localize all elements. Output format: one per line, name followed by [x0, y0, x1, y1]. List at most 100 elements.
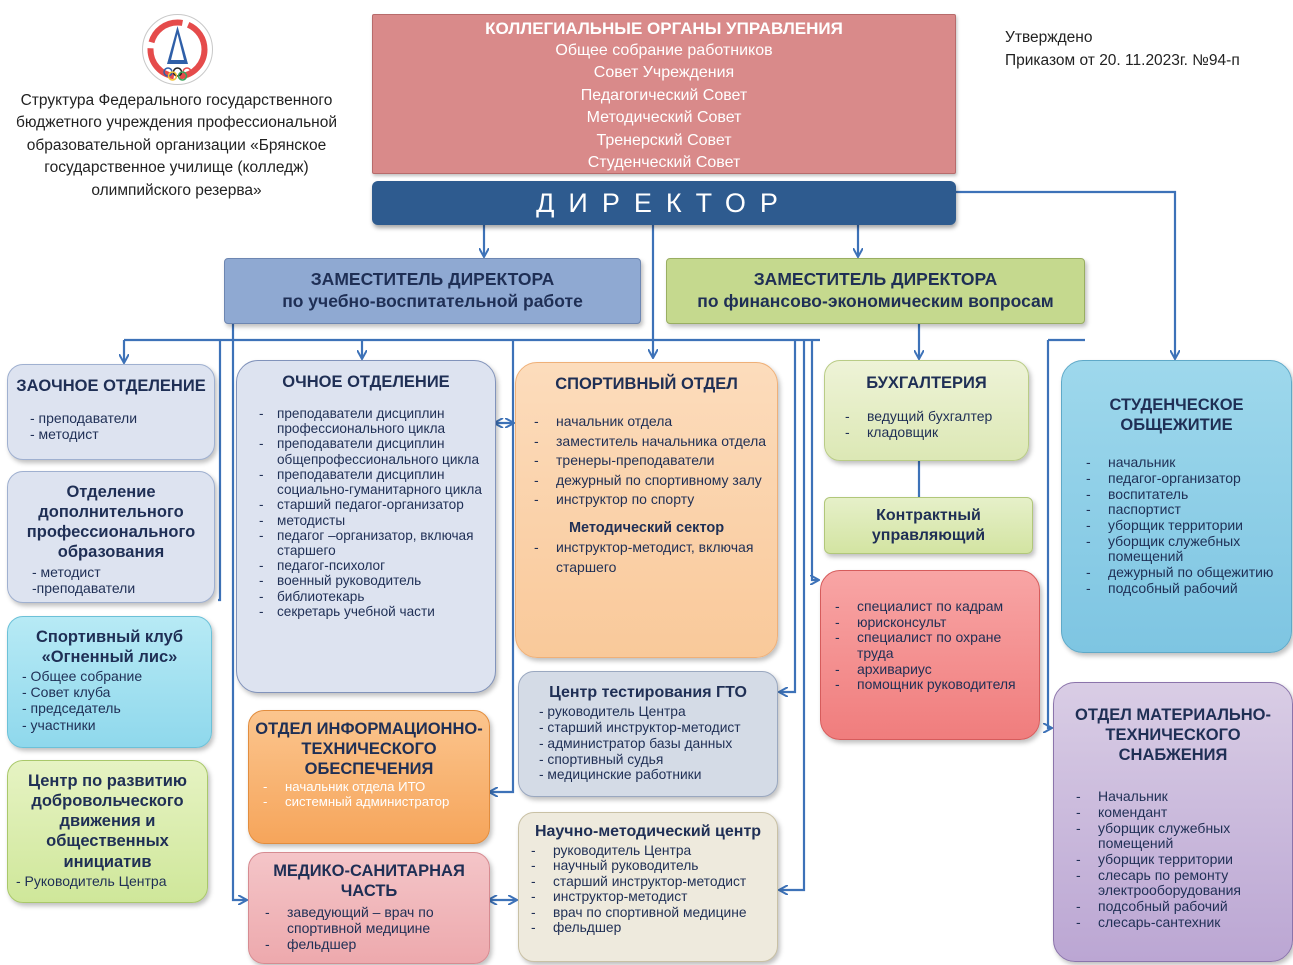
box-title: БУХГАЛТЕРИЯ	[866, 374, 987, 392]
list-item: Начальник	[1070, 789, 1288, 805]
list-item: - председатель	[22, 700, 121, 717]
box-title: СТУДЕНЧЕСКОЕ ОБЩЕЖИТИЕ	[1109, 396, 1244, 435]
list-item: - администратор базы данных	[539, 735, 733, 751]
list-item: начальник отдела ИТО	[257, 780, 489, 795]
list-item: юрисконсульт	[829, 614, 1035, 631]
approval-order: Приказом от 20. 11.2023г. №94-п	[1005, 52, 1240, 70]
list-item: помощник руководителя	[829, 677, 1035, 693]
list-item: заместитель начальника отдела	[528, 432, 769, 452]
list-item: - старший инструктор-методист	[539, 719, 741, 735]
director-box: ДИРЕКТОР	[372, 181, 956, 225]
approval-note: Утверждено Приказом от 20. 11.2023г. №94…	[1005, 26, 1240, 73]
list-item: преподаватели дисциплин профессиональног…	[253, 406, 489, 436]
list-item: инструктор-методист, включая старшего	[528, 538, 769, 577]
list-item: фельдшер	[259, 936, 489, 953]
accounting-box: БУХГАЛТЕРИЯ ведущий бухгалтер кладовщик	[824, 360, 1029, 461]
list-item: специалист по охране труда	[829, 629, 1035, 661]
volunteer-center-box: Центр по развитию добровольческого движе…	[7, 760, 208, 903]
list-item: заведующий – врач по спортивной медицине	[259, 904, 489, 936]
approval-label: Утверждено	[1005, 29, 1093, 46]
box-title: Спортивный клуб «Огненный лис»	[35, 628, 184, 667]
list-item: - Совет клуба	[22, 684, 111, 701]
deputy-finance-subtitle: по финансово-экономическим вопросам	[697, 290, 1054, 311]
list-item: - спортивный судья	[539, 751, 664, 767]
list-item: методисты	[253, 513, 489, 528]
correspondence-department-box: ЗАОЧНОЕ ОТДЕЛЕНИЕ - преподаватели - мето…	[7, 364, 215, 460]
list-item: специалист по кадрам	[829, 598, 1035, 615]
medical-unit-box: МЕДИКО-САНИТАРНАЯ ЧАСТЬ заведующий – вра…	[248, 852, 490, 964]
list-item: - руководитель Центра	[539, 704, 686, 719]
list-item: библиотекарь	[253, 589, 489, 604]
list-item: кладовщик	[839, 424, 1028, 441]
box-title: Контрактный управляющий	[871, 507, 986, 544]
deputy-academic-subtitle: по учебно-воспитательной работе	[282, 290, 583, 311]
box-title: СПОРТИВНЫЙ ОТДЕЛ	[555, 375, 738, 393]
list-item: слесарь-сантехник	[1070, 914, 1288, 931]
contract-manager-box: Контрактный управляющий	[824, 497, 1033, 554]
collegial-item: Студенческий Совет	[587, 153, 741, 171]
list-item: начальник	[1080, 455, 1287, 471]
list-item: военный руководитель	[253, 573, 489, 588]
list-item: уборщик территории	[1070, 851, 1288, 868]
material-supply-department-box: ОТДЕЛ МАТЕРИАЛЬНО-ТЕХНИЧЕСКОГО СНАБЖЕНИЯ…	[1053, 682, 1293, 962]
sports-club-box: Спортивный клуб «Огненный лис» - Общее с…	[7, 616, 212, 748]
box-title: Отделение дополнительного профессиональн…	[26, 483, 196, 562]
list-item: уборщик территории	[1080, 517, 1287, 534]
list-item: - методист	[32, 563, 101, 580]
list-item: -преподаватели	[32, 579, 136, 596]
it-support-department-box: ОТДЕЛ ИНФОРМАЦИОННО-ТЕХНИЧЕСКОГО ОБЕСПЕЧ…	[248, 710, 490, 844]
box-title: МЕДИКО-САНИТАРНАЯ ЧАСТЬ	[273, 862, 465, 901]
list-item: начальник отдела	[528, 412, 769, 432]
collegial-item: Общее собрание работников	[555, 42, 773, 59]
box-title: ОТДЕЛ ИНФОРМАЦИОННО-ТЕХНИЧЕСКОГО ОБЕСПЕЧ…	[255, 720, 483, 779]
box-title: ОТДЕЛ МАТЕРИАЛЬНО-ТЕХНИЧЕСКОГО СНАБЖЕНИЯ	[1074, 706, 1271, 765]
box-title: ЗАОЧНОЕ ОТДЕЛЕНИЕ	[16, 377, 206, 395]
list-item: педагог-организатор	[1080, 470, 1287, 487]
box-title: Центр по развитию добровольческого движе…	[27, 772, 188, 871]
list-item: уборщик служебных помещений	[1080, 533, 1287, 565]
hr-legal-box: специалист по кадрам юрисконсульт специа…	[820, 570, 1040, 740]
collegial-item: Совет Учреждения	[593, 64, 735, 82]
list-item: - Руководитель Центра	[16, 872, 167, 889]
collegial-item: Тренерский Совет	[596, 131, 732, 149]
list-item: уборщик служебных помещений	[1070, 820, 1288, 852]
collegial-item: Методический Совет	[586, 109, 742, 127]
list-item: старший педагог-организатор	[253, 497, 489, 512]
list-item: архивариус	[829, 661, 1035, 678]
list-item: ведущий бухгалтер	[839, 408, 1028, 425]
list-item: - методист	[30, 426, 99, 443]
list-item: научный руководитель	[525, 858, 777, 874]
list-item: старший инструктор-методист	[525, 874, 777, 890]
box-title: Центр тестирования ГТО	[549, 684, 747, 701]
list-item: секретарь учебной части	[253, 604, 489, 619]
list-item: воспитатель	[1080, 486, 1287, 503]
deputy-academic-title: ЗАМЕСТИТЕЛЬ ДИРЕКТОРА	[310, 269, 555, 289]
list-item: инструктор-методист	[525, 889, 777, 905]
list-item: - преподаватели	[30, 410, 138, 426]
list-item: преподаватели дисциплин социально-гумани…	[253, 467, 489, 497]
list-item: паспортист	[1080, 502, 1287, 518]
list-item: фельдшер	[525, 920, 777, 936]
list-item: инструктор по спорту	[528, 490, 769, 510]
deputy-academic-box: ЗАМЕСТИТЕЛЬ ДИРЕКТОРА по учебно-воспитат…	[224, 258, 641, 324]
logo	[140, 12, 215, 87]
list-item: - медицинские работники	[539, 767, 702, 783]
deputy-finance-title: ЗАМЕСТИТЕЛЬ ДИРЕКТОРА	[753, 269, 998, 289]
collegial-title: КОЛЛЕГИАЛЬНЫЕ ОРГАНЫ УПРАВЛЕНИЯ	[485, 19, 843, 38]
additional-education-box: Отделение дополнительного профессиональн…	[7, 471, 215, 603]
list-item: слесарь по ремонту электрооборудования	[1070, 867, 1288, 899]
list-item: подсобный рабочий	[1070, 898, 1288, 915]
list-item: системный администратор	[257, 794, 489, 810]
list-item: педагог –организатор, включая старшего	[253, 528, 489, 558]
collegial-bodies-box: КОЛЛЕГИАЛЬНЫЕ ОРГАНЫ УПРАВЛЕНИЯ Общее со…	[372, 14, 956, 174]
collegial-item: Педагогический Совет	[580, 86, 748, 104]
list-item: - участники	[22, 716, 96, 733]
box-title: Научно-методический центр	[534, 823, 762, 840]
list-item: тренеры-преподаватели	[528, 451, 769, 471]
list-item: дежурный по общежитию	[1080, 564, 1287, 581]
methodical-sector-title: Методический сектор	[568, 519, 725, 536]
full-time-department-box: ОЧНОЕ ОТДЕЛЕНИЕ преподаватели дисциплин …	[236, 360, 496, 693]
list-item: комендант	[1070, 804, 1288, 821]
org-title: Структура Федерального государственного …	[16, 92, 337, 199]
